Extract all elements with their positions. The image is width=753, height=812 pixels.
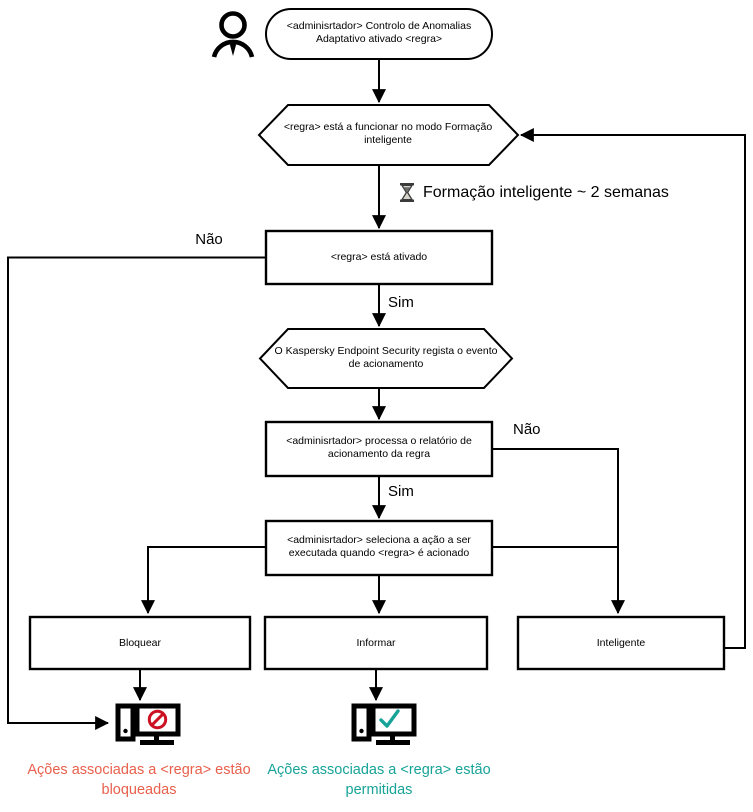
edge-smart-loopback-to-smart-training [519, 128, 746, 649]
edge-admin-selects-to-smart [492, 546, 619, 613]
edge-admin-report-nao-to-smart [492, 448, 625, 615]
node-admin-selects-shape [264, 519, 494, 577]
caption-allowed-line2: permitidas [345, 781, 413, 798]
person-icon [211, 11, 255, 58]
node-kes-logs-shape [258, 328, 514, 389]
node-smart-training-shape [257, 104, 520, 166]
edge-label-nao-left: Não [195, 231, 223, 248]
note-training-duration: Formação inteligente ~ 2 semanas [398, 182, 669, 203]
caption-blocked: Ações associadas a <regra> estão bloquea… [8, 761, 270, 800]
caption-allowed: Ações associadas a <regra> estão permiti… [248, 761, 510, 800]
edge-admin-selects-to-block [141, 546, 266, 615]
edge-label-sim-enabled: Sim [388, 294, 414, 311]
note-training-duration-text: Formação inteligente ~ 2 semanas [423, 183, 669, 201]
node-rule-enabled-shape [264, 229, 494, 286]
edge-rule-enabled-nao-to-blocked [7, 256, 266, 730]
edge-label-nao-report: Não [513, 421, 541, 438]
node-admin-report-shape [264, 420, 494, 478]
caption-allowed-line1: Ações associadas a <regra> estão [267, 762, 491, 778]
node-block-shape [28, 615, 252, 671]
hourglass-icon [400, 183, 414, 202]
edge-label-sim-report: Sim [388, 483, 414, 500]
computer-blocked-icon [115, 703, 181, 745]
node-inform-shape [263, 615, 489, 671]
caption-blocked-line1: Ações associadas a <regra> estão [27, 762, 251, 778]
caption-blocked-line2: bloqueadas [101, 781, 177, 798]
node-smart-shape [516, 615, 726, 671]
node-start-shape [265, 8, 493, 60]
computer-allowed-icon [351, 703, 417, 745]
